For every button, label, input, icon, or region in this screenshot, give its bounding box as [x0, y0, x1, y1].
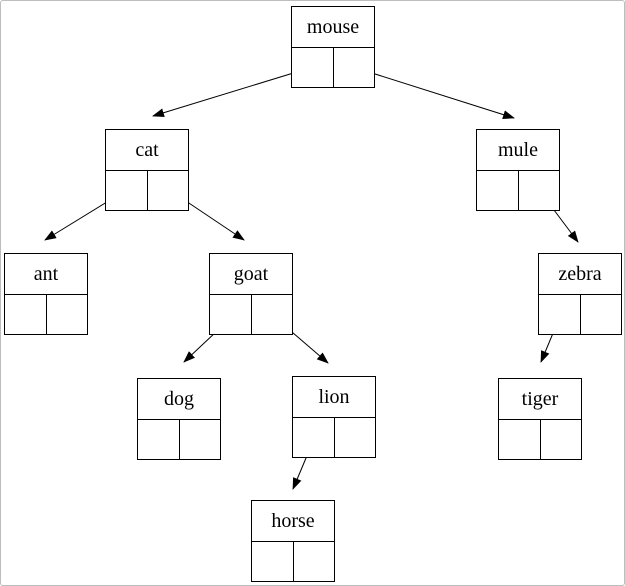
node-left-pointer-cell	[293, 418, 335, 457]
node-left-pointer-cell	[252, 542, 294, 581]
tree-node-lion: lion	[292, 376, 376, 458]
tree-node-ant: ant	[4, 253, 88, 335]
node-pointer-cells	[499, 420, 581, 459]
node-left-pointer-cell	[138, 420, 180, 459]
node-label: mouse	[292, 7, 374, 48]
node-right-pointer-cell	[581, 295, 622, 334]
node-label: mule	[477, 130, 559, 171]
node-right-pointer-cell	[294, 542, 335, 581]
node-pointer-cells	[252, 542, 334, 581]
node-left-pointer-cell	[292, 48, 334, 87]
node-label: horse	[252, 501, 334, 542]
edge-mouse-right-to-mule	[352, 66, 515, 119]
node-label: cat	[106, 130, 188, 171]
tree-node-horse: horse	[251, 500, 335, 582]
node-label: zebra	[539, 254, 621, 295]
node-right-pointer-cell	[180, 420, 221, 459]
tree-node-dog: dog	[137, 378, 221, 460]
node-left-pointer-cell	[210, 295, 252, 334]
node-pointer-cells	[539, 295, 621, 334]
node-right-pointer-cell	[519, 171, 560, 210]
node-pointer-cells	[106, 171, 188, 210]
node-pointer-cells	[477, 171, 559, 210]
node-left-pointer-cell	[477, 171, 519, 210]
node-label: goat	[210, 254, 292, 295]
node-right-pointer-cell	[334, 48, 375, 87]
node-label: ant	[5, 254, 87, 295]
node-pointer-cells	[210, 295, 292, 334]
node-pointer-cells	[292, 48, 374, 87]
node-left-pointer-cell	[499, 420, 541, 459]
tree-node-goat: goat	[209, 253, 293, 335]
node-pointer-cells	[5, 295, 87, 334]
node-label: dog	[138, 379, 220, 420]
node-right-pointer-cell	[335, 418, 376, 457]
node-label: tiger	[499, 379, 581, 420]
tree-node-tiger: tiger	[498, 378, 582, 460]
node-pointer-cells	[138, 420, 220, 459]
tree-node-cat: cat	[105, 129, 189, 211]
node-label: lion	[293, 377, 375, 418]
tree-node-zebra: zebra	[538, 253, 622, 335]
node-right-pointer-cell	[541, 420, 582, 459]
node-right-pointer-cell	[252, 295, 293, 334]
tree-node-mule: mule	[476, 129, 560, 211]
node-left-pointer-cell	[539, 295, 581, 334]
node-left-pointer-cell	[5, 295, 47, 334]
node-pointer-cells	[293, 418, 375, 457]
node-left-pointer-cell	[106, 171, 148, 210]
tree-node-mouse: mouse	[291, 6, 375, 88]
edge-mouse-left-to-cat	[152, 66, 314, 118]
node-right-pointer-cell	[148, 171, 189, 210]
node-right-pointer-cell	[47, 295, 88, 334]
